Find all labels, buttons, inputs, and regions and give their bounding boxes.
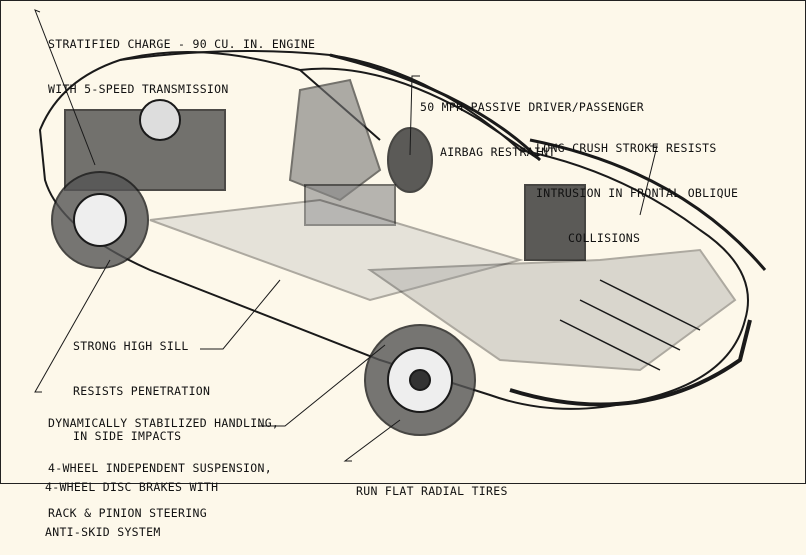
label-sill: STRONG HIGH SILL RESISTS PENETRATION IN … xyxy=(73,309,210,459)
label-line: IN SIDE IMPACTS xyxy=(73,429,182,443)
front-crush-structure xyxy=(366,248,737,372)
label-airbag: 50 MPH PASSIVE DRIVER/PASSENGER AIRBAG R… xyxy=(420,70,644,175)
leader-suspension xyxy=(258,344,386,427)
label-brakes: 4-WHEEL DISC BRAKES WITH ANTI-SKID SYSTE… xyxy=(45,450,218,555)
label-line: STRONG HIGH SILL xyxy=(73,339,189,353)
battery-box xyxy=(524,184,586,261)
steering-wheel xyxy=(387,127,433,193)
leader-crush xyxy=(639,145,658,216)
leader-handling xyxy=(34,259,111,393)
label-line: COLLISIONS xyxy=(568,231,641,245)
label-engine: STRATIFIED CHARGE - 90 CU. IN. ENGINE WI… xyxy=(48,7,315,112)
label-line: INTRUSION IN FRONTAL OBLIQUE xyxy=(536,186,739,200)
leader-airbag xyxy=(409,75,420,156)
windshield xyxy=(329,53,542,162)
leader-lines xyxy=(34,9,658,462)
floor-pan xyxy=(149,198,524,302)
label-line: RUN FLAT RADIAL TIRES xyxy=(356,484,508,498)
label-line: WITH 5-SPEED TRANSMISSION xyxy=(48,82,229,96)
label-line: LONG CRUSH STROKE RESISTS xyxy=(536,141,717,155)
car-body-outline xyxy=(38,50,749,410)
front-bumper xyxy=(509,319,752,407)
fender-line xyxy=(529,138,767,271)
label-line: DYNAMICALLY STABILIZED HANDLING, xyxy=(48,416,280,430)
car-cutaway-illustration xyxy=(34,9,767,462)
leader-tires xyxy=(343,419,401,462)
label-line: RESISTS PENETRATION xyxy=(73,384,211,398)
leader-engine xyxy=(34,9,96,166)
seat-cushion xyxy=(304,184,396,226)
label-line: ANTI-SKID SYSTEM xyxy=(45,525,161,539)
leader-sill xyxy=(200,279,281,350)
label-line: 4-WHEEL INDEPENDENT SUSPENSION, xyxy=(48,461,272,475)
label-crush: LONG CRUSH STROKE RESISTS INTRUSION IN F… xyxy=(536,111,738,261)
label-line: 4-WHEEL DISC BRAKES WITH xyxy=(45,480,219,494)
label-line: AIRBAG RESTRAINT xyxy=(440,145,556,159)
label-tires: RUN FLAT RADIAL TIRES xyxy=(356,454,508,514)
label-line: STRATIFIED CHARGE - 90 CU. IN. ENGINE xyxy=(48,37,316,51)
roof-frame xyxy=(119,51,541,161)
label-line: 50 MPH PASSIVE DRIVER/PASSENGER xyxy=(420,100,644,114)
air-cleaner xyxy=(139,99,181,141)
